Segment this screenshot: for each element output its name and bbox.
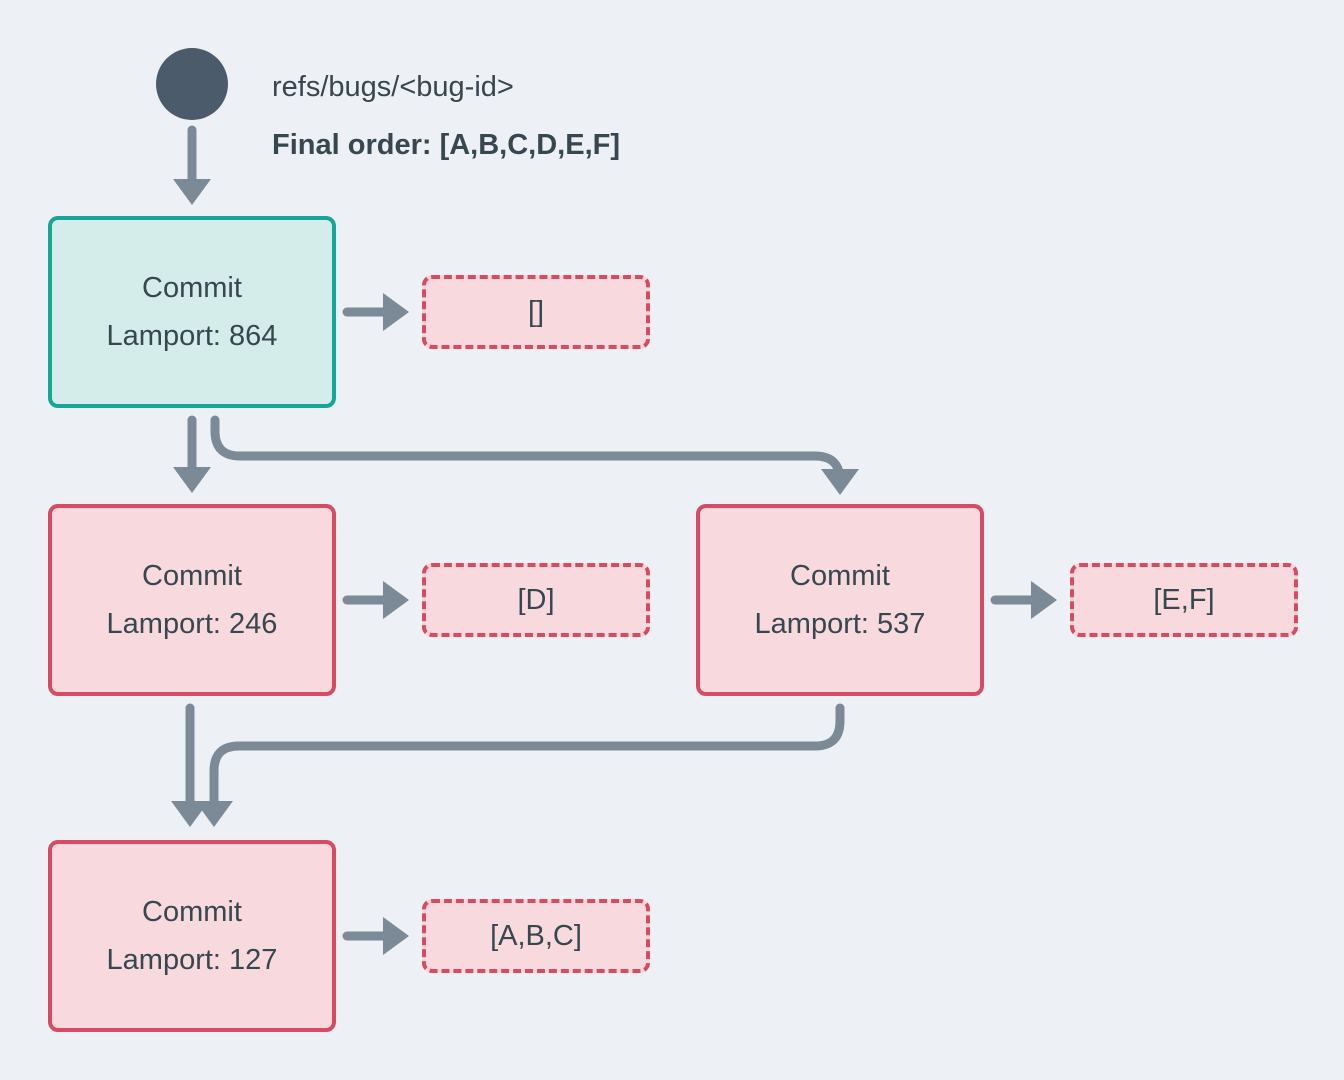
final-order-label: Final order: [A,B,C,D,E,F] [272,129,620,161]
ref-label: refs/bugs/<bug-id> [272,71,514,103]
commit-title: Commit [142,272,242,304]
op-box-864: [] [422,275,650,349]
op-value: [D] [517,583,555,616]
commit-lamport: Lamport: 537 [754,608,926,640]
edge-commit-864-to-commit-537 [210,415,859,495]
commit-node-864: Commit Lamport: 864 [48,216,336,408]
commit-title: Commit [790,560,890,592]
commit-node-127: Commit Lamport: 127 [48,840,336,1032]
commit-title: Commit [142,560,242,592]
op-value: [A,B,C] [490,919,582,952]
op-box-537: [E,F] [1070,563,1298,637]
commit-lamport: Lamport: 246 [106,608,278,640]
commit-node-537: Commit Lamport: 537 [696,504,984,696]
commit-lamport: Lamport: 864 [106,320,278,352]
commit-title: Commit [142,896,242,928]
op-box-246: [D] [422,563,650,637]
op-value: [] [527,295,545,328]
op-box-127: [A,B,C] [422,899,650,973]
edge-commit-537-to-commit-127 [195,703,845,827]
ref-node-dot [156,48,228,120]
op-value: [E,F] [1153,583,1215,616]
commit-lamport: Lamport: 127 [106,944,278,976]
commit-node-246: Commit Lamport: 246 [48,504,336,696]
